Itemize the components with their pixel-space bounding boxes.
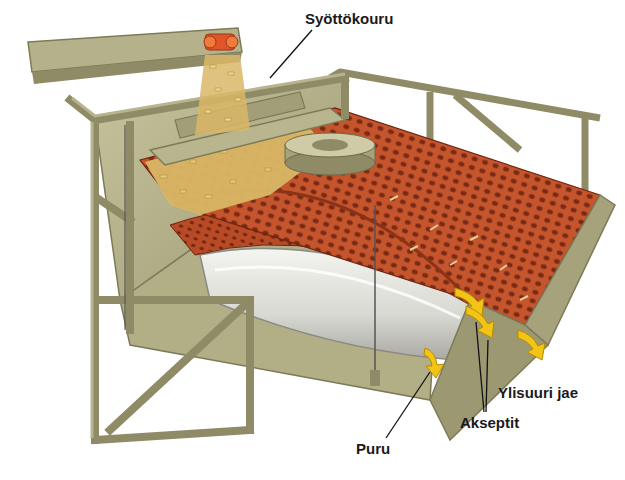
part-label: Puru bbox=[356, 440, 390, 458]
part-label: Akseptit bbox=[460, 414, 519, 432]
part-label: Ylisuuri jae bbox=[498, 384, 578, 402]
part-label: Syöttökouru bbox=[305, 10, 393, 28]
